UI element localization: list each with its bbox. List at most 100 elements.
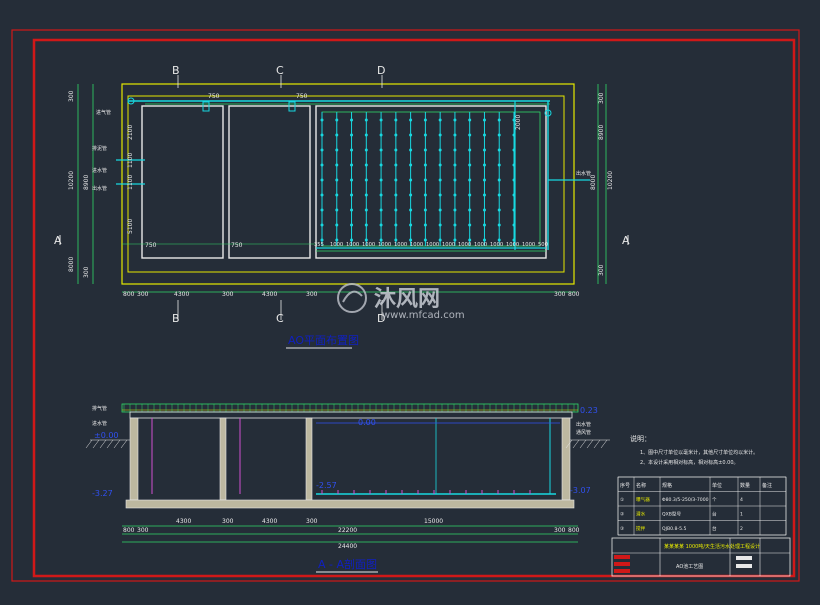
- section-title: A - A剖面图: [318, 557, 377, 571]
- inner-frame: [32, 38, 796, 578]
- diffuser-icon: [423, 163, 427, 167]
- diffuser-icon: [468, 163, 472, 167]
- note-outlet-pipe: 出水管: [92, 185, 107, 192]
- table-cell: ②: [620, 512, 624, 518]
- diffuser-icon: [364, 133, 368, 137]
- table-cell: 曝气器: [636, 496, 650, 503]
- dim-bottom-300c: 300: [306, 291, 318, 298]
- diffuser-icon: [364, 193, 368, 197]
- table-cell: ①: [620, 497, 624, 503]
- dim-right-300b: 300: [598, 264, 605, 276]
- diffuser-icon: [379, 208, 383, 212]
- table-cell: 搅拌: [636, 525, 646, 532]
- diffuser-icon: [453, 193, 457, 197]
- diffuser-icon: [335, 148, 339, 152]
- diffuser-icon: [409, 148, 413, 152]
- diffuser-icon: [453, 208, 457, 212]
- elev-right-top: 0.23: [580, 406, 598, 415]
- diffuser-icon: [423, 178, 427, 182]
- diffuser-icon: [482, 133, 486, 137]
- diffuser-icon: [453, 133, 457, 137]
- diffuser-icon: [394, 148, 398, 152]
- section-wall-c: [305, 417, 313, 501]
- dim-right-8000: 8000: [590, 175, 597, 190]
- diffuser-spacing-label: 500: [538, 242, 548, 248]
- section-left-label-2: 进水管: [92, 420, 107, 427]
- diffuser-icon: [394, 238, 398, 242]
- sec-dim-22200: 22200: [338, 527, 357, 534]
- diffuser-icon: [409, 178, 413, 182]
- valve-icon: [288, 101, 296, 112]
- diffuser-icon: [320, 118, 324, 122]
- hatch-mark: [120, 439, 128, 449]
- tank-c: [228, 105, 311, 259]
- diffuser-icon: [497, 223, 501, 227]
- diffuser-icon: [512, 148, 516, 152]
- section-top-walkway: [121, 403, 579, 413]
- diffuser-icon: [350, 193, 354, 197]
- diffuser-icon: [497, 118, 501, 122]
- diffuser-icon: [379, 238, 383, 242]
- section-view: ±0.00 -3.27 0.23 -3.07 -2.57 0.00 排气管 进水…: [85, 403, 610, 573]
- diffuser-spacing-label: 1000: [506, 242, 519, 248]
- diffuser-icon: [482, 223, 486, 227]
- diffuser-icon: [335, 178, 339, 182]
- diffuser-icon: [497, 178, 501, 182]
- diffuser-icon: [423, 148, 427, 152]
- diffuser-icon: [423, 133, 427, 137]
- dim-left-10200: 10200: [68, 171, 75, 190]
- diffuser-icon: [379, 163, 383, 167]
- diffuser-icon: [423, 238, 427, 242]
- diffuser-icon: [468, 178, 472, 182]
- dim-bottom-300d: 300: [554, 291, 566, 298]
- valve-icon: [127, 97, 135, 105]
- dim-top-750b: 750: [296, 93, 308, 100]
- section-marker-right: A: [622, 234, 630, 247]
- table-cell: 1: [740, 512, 743, 518]
- diffuser-icon: [320, 148, 324, 152]
- hatch-mark: [85, 439, 93, 449]
- hatch-mark: [565, 439, 573, 449]
- diffuser-icon: [409, 223, 413, 227]
- elev-left-top: ±0.00: [94, 431, 119, 440]
- diffuser-icon: [453, 163, 457, 167]
- diffuser-icon: [438, 208, 442, 212]
- axis-marker-c-bottom: C: [276, 312, 284, 325]
- table-cell: QXB型号: [662, 511, 682, 518]
- dim-left-8900: 8900: [83, 175, 90, 190]
- diffuser-spacing-label: 1000: [346, 242, 359, 248]
- dim-inner-1100a: 1100: [127, 153, 134, 168]
- elev-right-bottom: -3.07: [570, 486, 591, 495]
- diffuser-icon: [468, 148, 472, 152]
- sec-dim-300c: 300: [137, 527, 149, 534]
- diffuser-icon: [438, 178, 442, 182]
- diffuser-icon: [482, 208, 486, 212]
- diffuser-icon: [512, 223, 516, 227]
- dim-right-2000: 2000: [515, 115, 522, 130]
- diffuser-icon: [512, 133, 516, 137]
- diffuser-spacing-label: 1000: [378, 242, 391, 248]
- sec-dim-15000: 15000: [424, 518, 443, 525]
- diffuser-spacing-label: 1000: [410, 242, 423, 248]
- section-diffusers: [321, 490, 531, 494]
- diffuser-icon: [423, 208, 427, 212]
- dim-bottom-4300b: 4300: [262, 291, 277, 298]
- sec-dim-300a: 300: [222, 518, 234, 525]
- diffuser-icon: [364, 118, 368, 122]
- diffuser-icon: [423, 118, 427, 122]
- section-marker-left: A: [54, 234, 62, 247]
- diffuser-icon: [468, 133, 472, 137]
- notes-line-2: 2、本设计采用相对标高，相对标高±0.00。: [640, 459, 739, 466]
- table-cell: 4: [740, 497, 743, 503]
- hatch-mark: [92, 439, 100, 449]
- table-header-cell: 单位: [712, 482, 722, 489]
- diffuser-icon: [497, 193, 501, 197]
- axis-marker-b-top: B: [172, 64, 180, 77]
- diffuser-icon: [350, 133, 354, 137]
- diffuser-icon: [438, 148, 442, 152]
- diffuser-icon: [320, 178, 324, 182]
- dim-left-300-top: 300: [68, 90, 75, 102]
- dim-small-750a: 750: [145, 242, 157, 249]
